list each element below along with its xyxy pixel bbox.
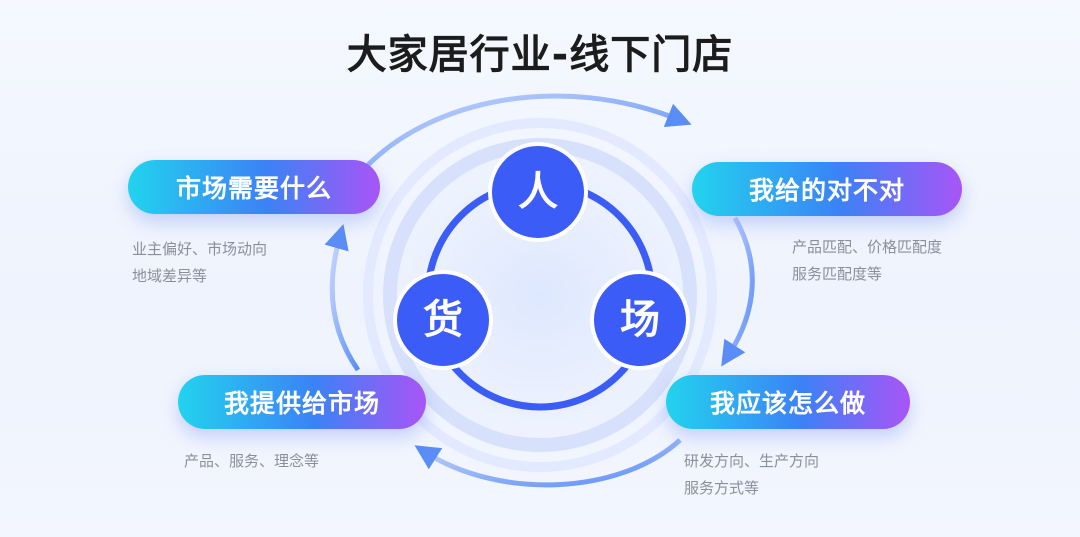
arc-bottom-arrow (414, 438, 682, 488)
card-what-to-do-desc: 研发方向、生产方向 服务方式等 (684, 452, 820, 497)
card-what-to-do: 我应该怎么做 (666, 375, 910, 429)
arc-top-arrow (363, 93, 692, 170)
arc-left-arrow (324, 223, 361, 372)
card-supply-market: 我提供给市场 (178, 375, 426, 429)
card-supply-market-desc: 产品、服务、理念等 (184, 452, 320, 470)
node-venue-label: 场 (620, 297, 660, 343)
outer-ring (363, 118, 717, 472)
node-goods-label: 货 (423, 297, 463, 343)
node-venue-circle (590, 270, 690, 370)
card-market-needs: 市场需要什么 (128, 160, 380, 214)
card-fit-check-desc: 产品匹配、价格匹配度 服务匹配度等 (792, 238, 943, 283)
node-people-circle (488, 142, 588, 242)
card-fit-check: 我给的对不对 (692, 162, 962, 216)
node-people-label: 人 (518, 169, 558, 215)
arc-right-arrow (721, 216, 755, 367)
card-market-needs-desc: 业主偏好、市场动向 地域差异等 (132, 240, 268, 285)
node-goods-circle (393, 270, 493, 370)
page-title: 大家居行业-线下门店 (346, 32, 734, 78)
